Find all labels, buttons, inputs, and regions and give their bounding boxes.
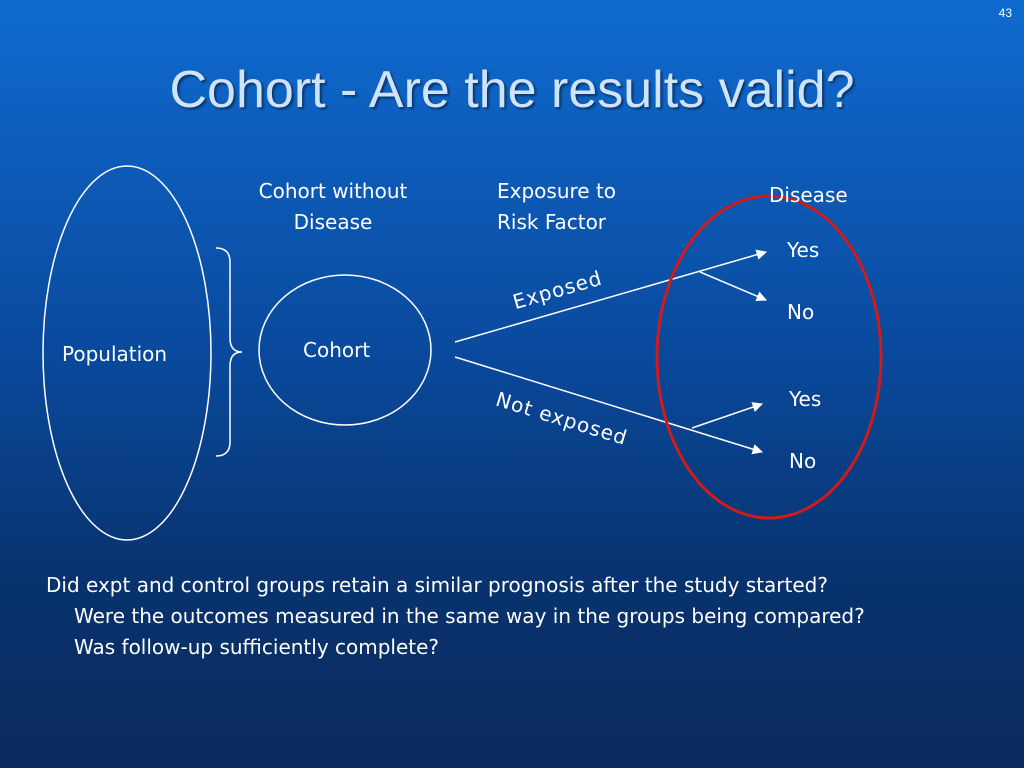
question-follow-up: Was follow-up sufficiently complete? [74,635,440,659]
brace-connector [215,247,243,457]
cohort-circle [258,274,432,426]
exposure-to-risk-factor-header: Exposure to Risk Factor [497,176,616,238]
not-exposed-branch-line [454,356,764,455]
question-outcomes-measured: Were the outcomes measured in the same w… [74,604,865,628]
exposure-header-line-1: Exposure to [497,179,617,203]
slide-number: 43 [998,6,1012,20]
exposed-branch-line [454,249,768,343]
cohort-label: Cohort [303,338,371,362]
exposed-no-outcome: No [787,300,815,324]
disease-header: Disease [769,183,848,207]
validity-questions: Did expt and control groups retain a sim… [46,570,976,663]
cohort-header-line-1: Cohort without [258,179,408,203]
disease-highlight-ellipse [655,194,883,520]
exposed-yes-outcome: Yes [787,238,820,262]
not-exposed-yes-outcome: Yes [789,387,822,411]
exposure-header-line-2: Risk Factor [497,210,607,234]
cohort-without-disease-header: Cohort without Disease [228,176,438,238]
slide-title: Cohort - Are the results valid? [169,61,855,119]
not-exposed-yes-arrow [691,402,763,429]
population-ellipse [42,165,212,541]
question-prognosis: Did expt and control groups retain a sim… [46,573,828,597]
not-exposed-no-outcome: No [789,449,817,473]
population-label: Population [62,342,168,366]
cohort-header-line-2: Disease [293,210,373,234]
exposed-no-arrow [699,271,767,302]
